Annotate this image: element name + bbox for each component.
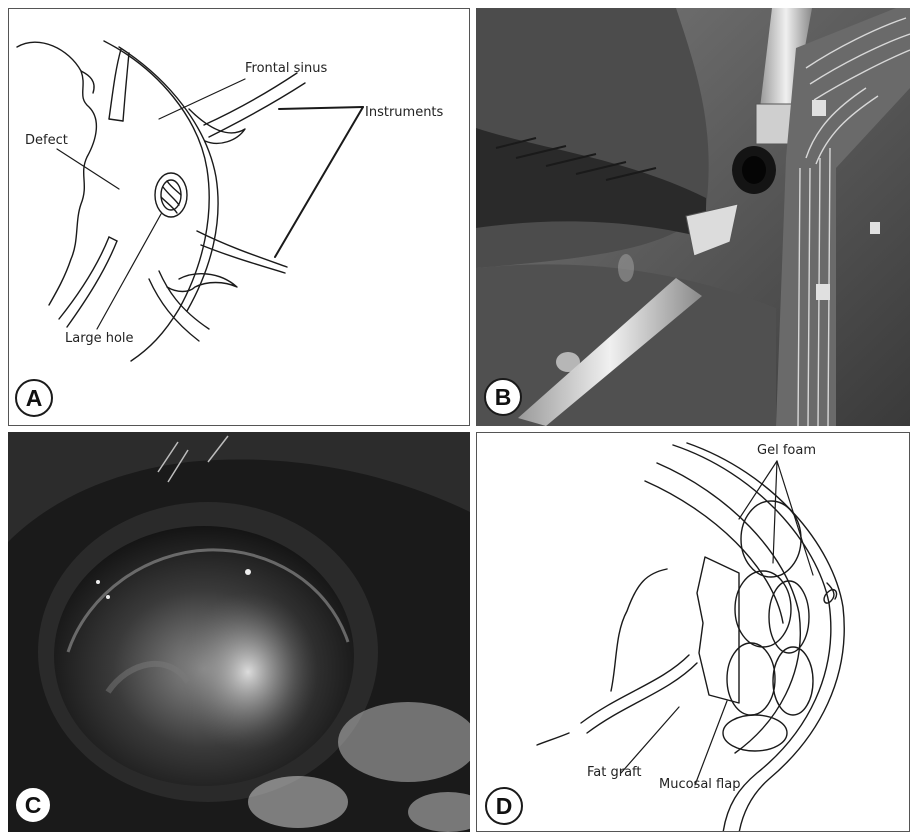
label-defect: Defect bbox=[25, 133, 68, 148]
panel-d-sketch bbox=[477, 433, 910, 832]
panel-b-badge: B bbox=[484, 378, 522, 416]
panel-b-image bbox=[476, 8, 910, 426]
label-frontal-sinus: Frontal sinus bbox=[245, 61, 327, 76]
panel-c-image bbox=[8, 432, 470, 832]
panel-b-photo: B bbox=[476, 8, 910, 426]
panel-a-drawing: Frontal sinus Instruments Defect Large h… bbox=[8, 8, 470, 426]
label-gel-foam: Gel foam bbox=[757, 443, 816, 458]
label-fat-graft: Fat graft bbox=[587, 765, 642, 780]
panel-d-badge: D bbox=[485, 787, 523, 825]
panel-a-sketch bbox=[9, 9, 470, 426]
panel-c-badge: C bbox=[14, 786, 52, 824]
panel-c-photo: C bbox=[8, 432, 470, 832]
label-large-hole: Large hole bbox=[65, 331, 134, 346]
panel-d-drawing: Gel foam Fat graft Mucosal flap D bbox=[476, 432, 910, 832]
label-mucosal-flap: Mucosal flap bbox=[659, 777, 740, 792]
panel-a-badge: A bbox=[15, 379, 53, 417]
label-instruments: Instruments bbox=[365, 105, 443, 120]
